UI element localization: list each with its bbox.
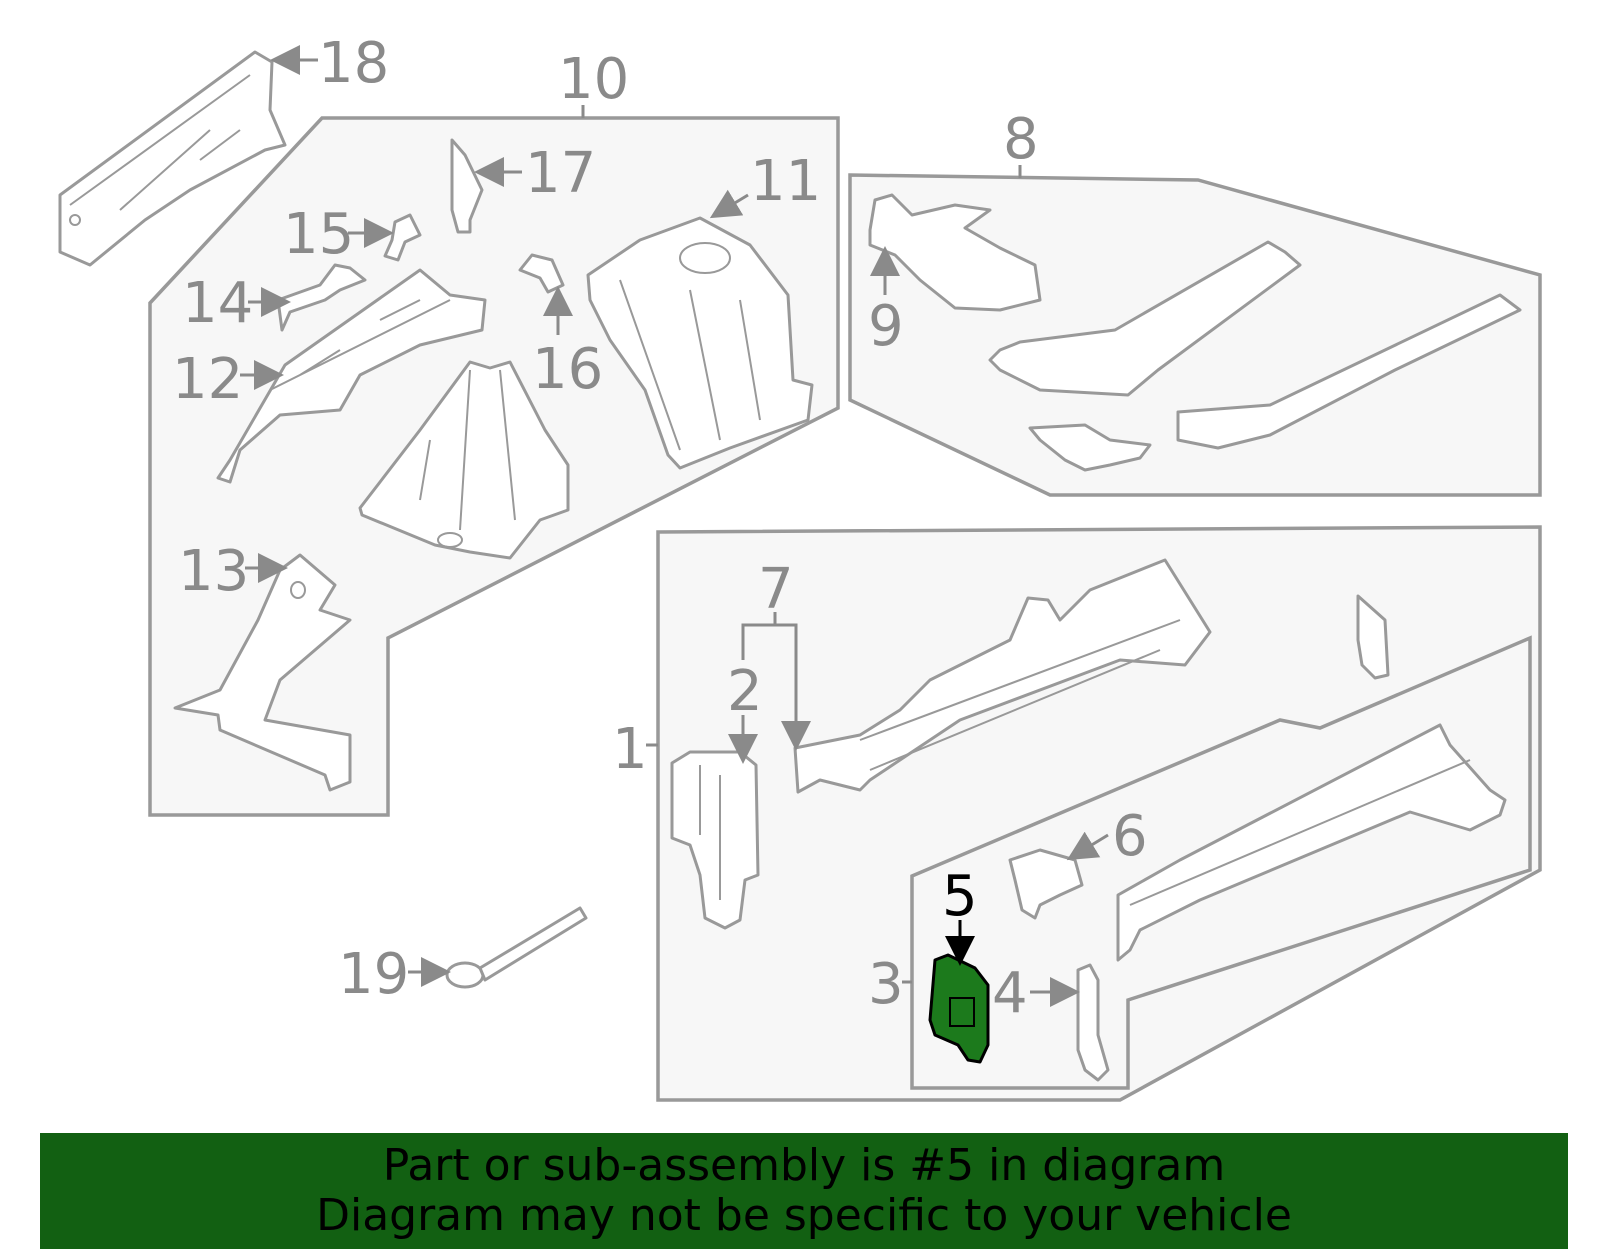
label-13: 13 (178, 539, 249, 604)
label-6: 6 (1112, 804, 1148, 869)
leader-11 (709, 189, 749, 219)
part-6-shape (1008, 848, 1084, 920)
label-12: 12 (172, 347, 243, 412)
label-19: 19 (338, 942, 409, 1007)
banner-line-2: Diagram may not be specific to your vehi… (316, 1190, 1292, 1241)
part-9-shape (868, 193, 1042, 312)
label-10: 10 (558, 47, 629, 112)
label-5: 5 (942, 864, 978, 929)
leader-6 (1066, 831, 1109, 861)
part-4-shape (1076, 963, 1110, 1082)
part-18-shape (58, 50, 287, 267)
leader-7-bracket (741, 623, 798, 745)
label-2: 2 (727, 659, 763, 724)
part-7-shape (793, 558, 1212, 794)
label-11: 11 (750, 149, 821, 214)
part-19-shape (445, 906, 588, 989)
part-13-shape (173, 553, 352, 792)
part-8-bracket-shape (1028, 423, 1152, 472)
part-14-shape (276, 263, 367, 332)
label-15: 15 (283, 202, 354, 267)
label-3: 3 (868, 952, 904, 1017)
label-16: 16 (532, 337, 603, 402)
part-wheelhouse-inner-shape (358, 360, 570, 560)
label-8: 8 (1003, 107, 1039, 172)
label-7: 7 (758, 557, 794, 622)
label-1: 1 (612, 717, 648, 782)
part-17-shape (450, 138, 484, 234)
label-4: 4 (992, 961, 1028, 1026)
label-17: 17 (525, 141, 596, 206)
part-12-shape (216, 268, 487, 484)
part-inner-rail-shape (1116, 723, 1507, 962)
part-8-rail-upper-shape (988, 240, 1302, 397)
part-8-rail-lower-shape (1176, 293, 1522, 450)
part-reinforcement-shape (1356, 594, 1390, 680)
label-9: 9 (868, 294, 904, 359)
notice-banner: Part or sub-assembly is #5 in diagram Di… (40, 1133, 1568, 1249)
part-11-shape (586, 216, 814, 470)
banner-line-1: Part or sub-assembly is #5 in diagram (382, 1140, 1226, 1191)
part-16-shape (518, 253, 565, 294)
label-18: 18 (318, 31, 389, 96)
label-14: 14 (182, 271, 253, 336)
